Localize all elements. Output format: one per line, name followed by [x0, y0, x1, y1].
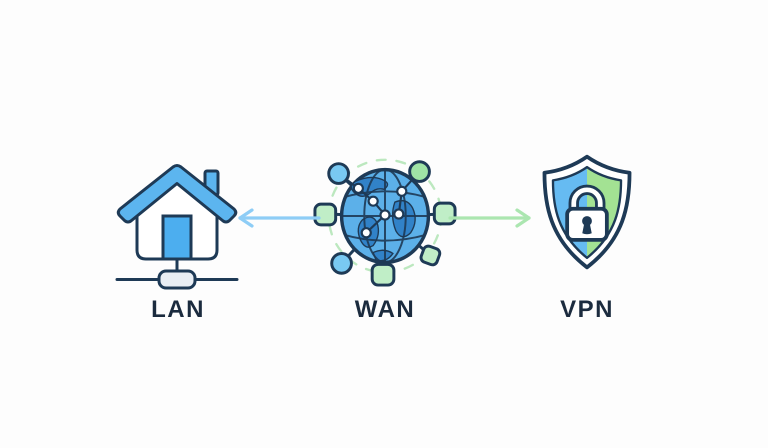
arrow-wan-to-vpn: [448, 208, 531, 228]
node-square-tilted: [419, 244, 442, 267]
diagram-node-lan: [112, 157, 242, 293]
padlock-icon: [565, 184, 609, 242]
globe-network-icon: [313, 158, 457, 287]
house-door-shape: [161, 214, 193, 261]
node-label-wan: WAN: [354, 296, 416, 323]
shield-inner-outline: [551, 165, 623, 260]
node-square-bottom: [370, 262, 396, 287]
node-label-lan: LAN: [151, 296, 205, 323]
globe-network-dots: [352, 182, 408, 239]
node-square-left: [313, 202, 338, 227]
roof-shape: [116, 164, 238, 224]
lan-hub-shape: [157, 269, 197, 290]
diagram-node-wan: [311, 141, 459, 289]
node-circle-green: [408, 160, 431, 183]
node-label-vpn: VPN: [560, 296, 614, 323]
node-circle-blue: [327, 162, 350, 185]
node-circle-blue-bottom: [330, 252, 353, 275]
arrow-wan-to-lan: [238, 208, 321, 228]
diagram-node-vpn: [535, 152, 639, 273]
shield-lock-icon: [542, 154, 632, 270]
house-network-icon: [115, 164, 239, 290]
